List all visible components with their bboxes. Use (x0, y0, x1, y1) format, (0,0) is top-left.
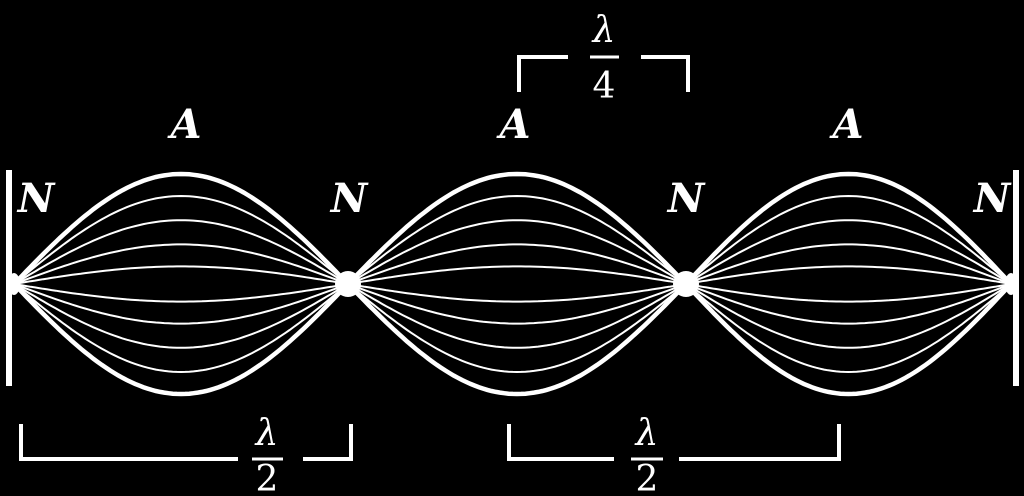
wave-strand-5-seg-2 (685, 283, 1012, 303)
node-label-1: N (16, 175, 56, 222)
wave-strand-1-seg-1 (347, 194, 687, 285)
wave-strand-5-seg-0 (13, 283, 349, 303)
wave-envelope-outer-9-seg-2 (684, 282, 1013, 397)
node-marker-left-end (8, 273, 20, 295)
wave-strand-7-seg-1 (347, 283, 687, 349)
antinode-label-3: A (828, 101, 863, 148)
half-fraction-left-denominator: 2 (256, 459, 279, 496)
wave-strand-4-seg-0 (13, 265, 349, 285)
wave-strand-7-seg-0 (13, 283, 349, 349)
wave-strand-2-seg-1 (347, 219, 687, 285)
wave-envelope-outer-0-seg-0 (12, 171, 350, 286)
wave-strand-2-seg-0 (13, 219, 349, 285)
node-marker-right-end (1005, 273, 1017, 295)
node-label-3: N (666, 175, 706, 222)
wave-strand-8-seg-2 (685, 283, 1012, 374)
wave-strand-1-seg-2 (685, 194, 1012, 285)
node-marker-1 (335, 271, 361, 297)
wave-strand-7-seg-2 (685, 283, 1012, 349)
node-label-2: N (329, 175, 369, 222)
wave-strand-4-seg-2 (685, 265, 1012, 285)
standing-wave-envelopes (12, 171, 1013, 397)
wave-strand-8-seg-1 (347, 283, 687, 374)
half-wavelength-bracket-right: λ 2 (507, 413, 841, 496)
wave-strand-1-seg-0 (13, 194, 349, 285)
wave-strand-4-seg-1 (347, 265, 687, 285)
quarter-fraction-numerator: λ (591, 10, 616, 51)
half-fraction-right-numerator: λ (634, 413, 659, 454)
half-wavelength-bracket-left: λ 2 (19, 413, 353, 496)
antinode-label-2: A (495, 101, 530, 148)
wave-strand-6-seg-2 (685, 283, 1012, 325)
wave-envelope-outer-9-seg-0 (12, 282, 350, 397)
wave-strand-8-seg-0 (13, 283, 349, 374)
wave-strand-5-seg-1 (347, 283, 687, 303)
node-marker-2 (673, 271, 699, 297)
wave-strand-3-seg-0 (13, 243, 349, 285)
wave-strand-3-seg-2 (685, 243, 1012, 285)
quarter-wavelength-bracket: λ 4 (517, 10, 690, 107)
node-label-4: N (972, 175, 1012, 222)
wave-envelope-outer-0-seg-2 (684, 171, 1013, 286)
quarter-fraction-denominator: 4 (593, 66, 616, 107)
half-fraction-left-numerator: λ (254, 413, 279, 454)
wave-strand-2-seg-2 (685, 219, 1012, 285)
wave-strand-6-seg-0 (13, 283, 349, 325)
wave-strand-6-seg-1 (347, 283, 687, 325)
wave-envelope-outer-0-seg-1 (346, 171, 688, 286)
half-fraction-right-denominator: 2 (636, 459, 659, 496)
wave-strand-3-seg-1 (347, 243, 687, 285)
antinode-label-1: A (166, 101, 201, 148)
wave-envelope-outer-9-seg-1 (346, 282, 688, 397)
